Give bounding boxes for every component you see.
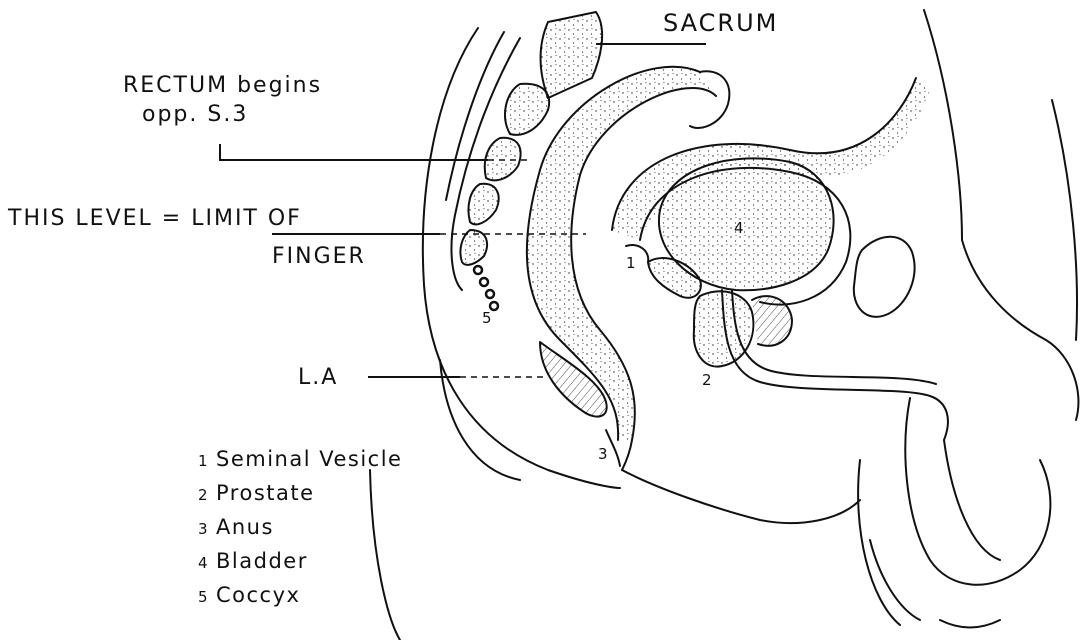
legend-text: Prostate [216,481,315,505]
legend-text: Anus [216,515,274,539]
legend-number: 5 [198,580,216,614]
rectum-label-line1: RECTUM begins [123,74,322,98]
marker-anus: 3 [598,445,608,463]
legend-number: 4 [198,546,216,580]
rectum-leader [220,144,488,160]
marker-coccyx: 5 [482,309,492,327]
coccyx-beads [474,266,498,310]
marker-bladder: 4 [734,219,744,237]
legend-number: 2 [198,478,216,512]
sacrum-segment [541,12,603,98]
abdominal-wall [924,10,962,240]
sacrum-label: SACRUM [663,11,778,35]
level-label-line1: THIS LEVEL = LIMIT OF [8,207,302,231]
legend-number: 1 [198,444,216,478]
la-label: L.A [298,366,338,390]
perineum [622,470,860,523]
legend-number: 3 [198,512,216,546]
scrotum [905,398,1050,585]
legend-text: Seminal Vesicle [216,447,402,471]
legend-text: Coccyx [216,583,300,607]
pubic-symphysis [854,237,915,317]
penis [962,240,1078,420]
marker-prostate: 2 [702,371,712,389]
legend-text: Bladder [216,549,308,573]
rectum-label-line2: opp. S.3 [142,103,248,127]
marker-seminal-vesicle: 1 [626,254,636,272]
level-label-line2: FINGER [272,245,366,269]
